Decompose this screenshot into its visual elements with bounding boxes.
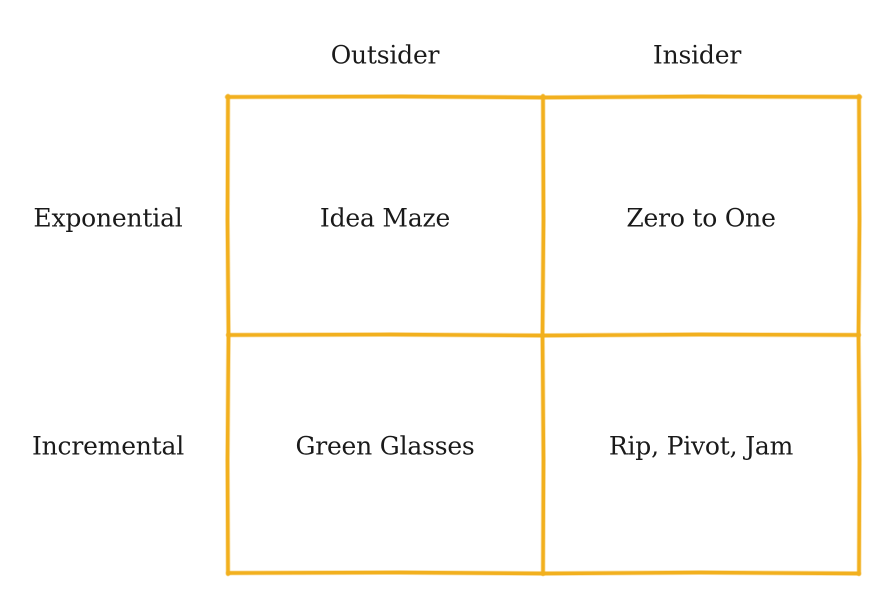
cell-idea-maze: Idea Maze: [319, 203, 451, 233]
column-header-outsider: Outsider: [330, 40, 440, 70]
cell-zero-to-one: Zero to One: [626, 203, 776, 233]
cell-rip-pivot-jam: Rip, Pivot, Jam: [608, 431, 794, 461]
grid-line-left: [225, 94, 231, 576]
cell-green-glasses: Green Glasses: [295, 431, 475, 461]
row-header-exponential: Exponential: [33, 203, 183, 233]
grid-line-middle-v: [540, 94, 546, 576]
grid-line-right: [856, 94, 862, 576]
row-header-incremental: Incremental: [31, 431, 185, 461]
column-header-insider: Insider: [652, 40, 742, 70]
